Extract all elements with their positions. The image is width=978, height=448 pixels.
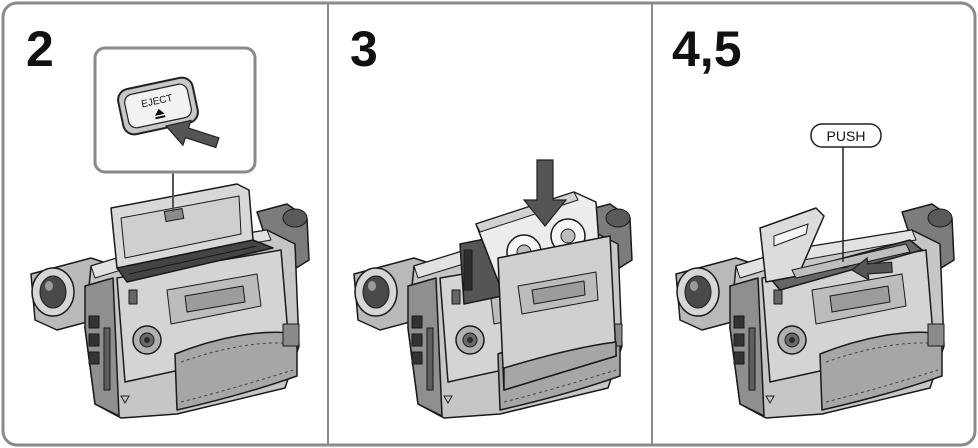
compartment-guide <box>464 250 472 290</box>
step-number: 4,5 <box>672 21 742 77</box>
panel-step-2: 2 EJECT <box>26 21 309 418</box>
step-number: 2 <box>26 21 54 77</box>
panel-step-4-5: 4,5 PUSH <box>672 21 954 418</box>
camcorder-lid-closing <box>676 204 954 418</box>
step-number: 3 <box>350 21 378 77</box>
reel-hub <box>561 229 575 243</box>
panel-step-3: 3 <box>350 21 632 418</box>
camcorder-cassette-insert <box>354 160 632 418</box>
push-label: PUSH <box>827 128 866 144</box>
camcorder-lid-open <box>31 184 309 418</box>
